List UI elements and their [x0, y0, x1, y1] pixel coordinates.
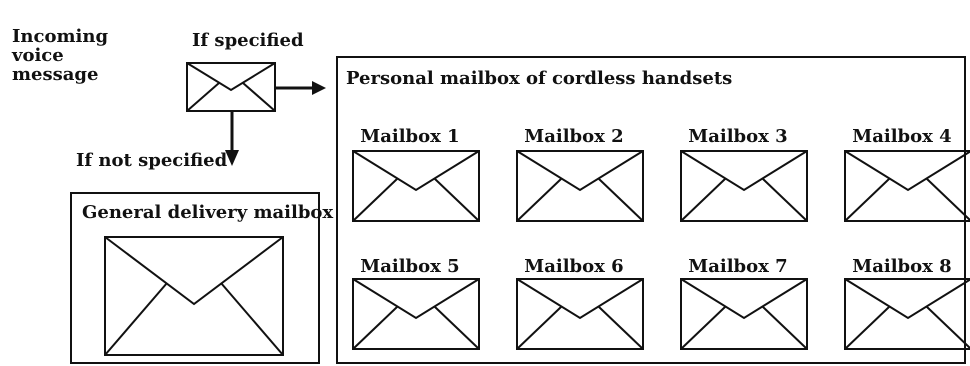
- personal-mailbox-title: Personal mailbox of cordless handsets: [346, 68, 733, 89]
- mailbox-7-envelope-icon: [680, 278, 808, 350]
- incoming-label-line-1: Incoming: [12, 26, 109, 47]
- arrow-right-icon: [276, 81, 326, 95]
- mailbox-1-envelope-icon: [352, 150, 480, 222]
- mailbox-4-label: Mailbox 4: [852, 126, 952, 147]
- incoming-label-line-2: voice: [12, 44, 64, 66]
- mailbox-1-label: Mailbox 1: [360, 126, 460, 147]
- incoming-label-line-3: message: [12, 63, 99, 85]
- mailbox-8-envelope-icon: [844, 278, 970, 350]
- if-not-specified-label: If not specified: [76, 150, 228, 171]
- personal-mailbox-box: Personal mailbox of cordless handsets Ma…: [336, 56, 970, 364]
- general-delivery-mailbox-title: General delivery mailbox: [82, 202, 334, 223]
- mailbox-8-label: Mailbox 8: [852, 256, 952, 277]
- mailbox-5-envelope-icon: [352, 278, 480, 350]
- mailbox-2-label: Mailbox 2: [524, 126, 624, 147]
- mailbox-5-label: Mailbox 5: [360, 256, 460, 277]
- mailbox-7-label: Mailbox 7: [688, 256, 788, 277]
- mailbox-6-envelope-icon: [516, 278, 644, 350]
- general-envelope-icon: [104, 236, 284, 356]
- general-delivery-mailbox-box: General delivery mailbox: [70, 192, 333, 364]
- arrow-down-icon: [225, 112, 239, 166]
- incoming-voice-message-label: Incoming voice message: [12, 26, 109, 85]
- mailbox-3-label: Mailbox 3: [688, 126, 788, 147]
- mailbox-3-envelope-icon: [680, 150, 808, 222]
- mailbox-2-envelope-icon: [516, 150, 644, 222]
- if-specified-label: If specified: [192, 30, 304, 51]
- mailbox-4-envelope-icon: [844, 150, 970, 222]
- mailbox-6-label: Mailbox 6: [524, 256, 624, 277]
- incoming-envelope-icon: [186, 62, 276, 112]
